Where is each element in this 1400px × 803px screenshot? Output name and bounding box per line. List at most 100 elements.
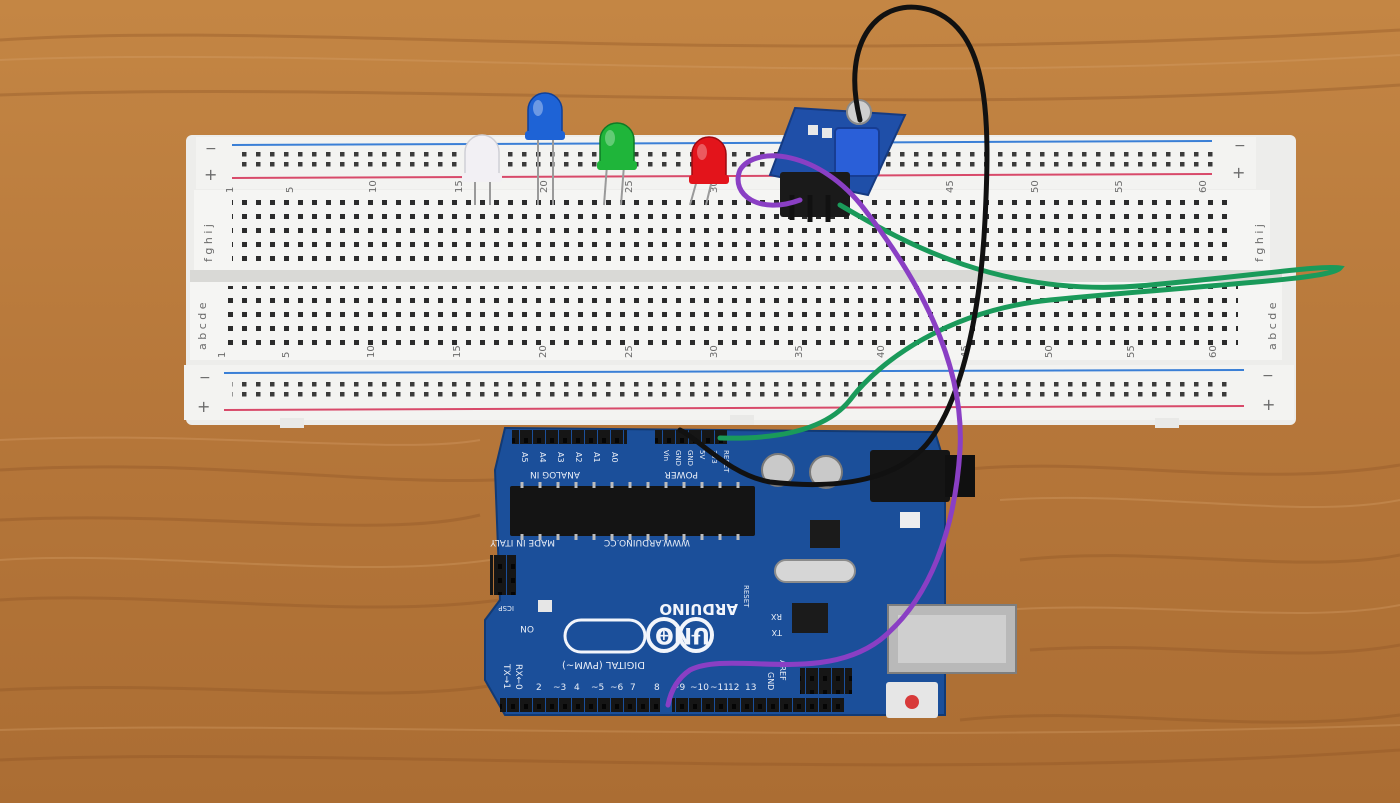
sensor-module — [768, 99, 907, 222]
icsp-label: ICSP — [498, 604, 514, 612]
on-label: ON — [520, 623, 534, 633]
icsp-header — [490, 555, 516, 595]
breadboard: − + − + − + − + f g h i j f g h i j a b … — [184, 135, 1296, 428]
digital-header-right — [672, 698, 844, 712]
analog-pin-label: A1 — [592, 452, 601, 463]
crystal — [774, 559, 856, 583]
col-num-bottom: 55 — [1126, 345, 1137, 358]
green-wire — [717, 202, 1345, 441]
digital-pin-label: 4 — [574, 683, 580, 693]
led-white — [462, 134, 502, 205]
digital-pin-label: 2 — [536, 683, 542, 693]
col-num-bottom: 35 — [794, 345, 805, 358]
col-num-bottom: 1 — [217, 352, 228, 358]
leds — [462, 92, 729, 206]
power-label: POWER — [665, 469, 698, 479]
column-numbers-top: 1 5 10 15 20 25 30 35 40 45 50 55 60 — [225, 180, 1209, 193]
potentiometer — [834, 127, 880, 177]
digital-pin-label: ~6 — [610, 683, 624, 693]
col-num-top: 10 — [368, 180, 379, 193]
dc-power-jack — [870, 450, 950, 502]
col-num-bottom: 5 — [281, 352, 292, 358]
made-in-label: MADE IN ITALY — [490, 537, 555, 547]
svg-text:+: + — [658, 628, 670, 644]
arduino-uno-board: + − UNO ARDUINO MADE IN ITALY WWW.ARDUIN… — [484, 426, 1017, 718]
jumper-wires — [665, 4, 1345, 708]
col-num-top: 25 — [624, 180, 635, 193]
digital-pin-label: ~11 — [710, 683, 729, 693]
digital-pin-label: ~10 — [690, 683, 709, 693]
col-num-top: 1 — [225, 187, 236, 193]
analog-pin-label: A5 — [520, 452, 529, 463]
digital-pin-label: ~9 — [672, 683, 686, 693]
col-num-top: 20 — [539, 180, 550, 193]
bottom-rail-plus-right: + — [1262, 395, 1275, 414]
analog-pin-label: A0 — [610, 452, 619, 463]
digital-pin-label: TX→1 — [501, 663, 511, 689]
digital-pin-label: RX←0 — [513, 664, 523, 690]
digital-pin-label: ~5 — [591, 683, 604, 693]
svg-text:−: − — [690, 628, 702, 644]
analog-in-label: ANALOG IN — [530, 469, 580, 479]
digital-header-left — [500, 698, 660, 712]
analog-pin-label: A2 — [574, 452, 583, 463]
bottom-rail-minus-left: − — [199, 370, 211, 386]
col-num-bottom: 60 — [1208, 345, 1219, 358]
col-num-bottom: 40 — [876, 345, 887, 358]
analog-pin-label: A4 — [538, 452, 547, 463]
row-letters-bottom-right: a b c d e — [1266, 302, 1279, 350]
led-red — [689, 136, 729, 206]
arduino-brand: ARDUINO — [659, 600, 738, 618]
uno-label: UNO — [655, 622, 710, 647]
atmega-chip — [510, 486, 755, 536]
capacitor — [761, 453, 795, 487]
col-num-top: 15 — [454, 180, 465, 193]
col-num-top: 5 — [285, 187, 296, 193]
bottom-rail-plus-left: + — [197, 397, 210, 416]
col-num-top: 60 — [1198, 180, 1209, 193]
led-green — [597, 122, 637, 206]
aref-label: AREF — [778, 660, 787, 681]
col-num-top: 30 — [709, 180, 720, 193]
uno-badge-frame — [563, 618, 647, 654]
top-rail-plus-right: + — [1232, 163, 1245, 182]
row-letters-top-right: f g h i j — [1253, 224, 1266, 262]
digital-pin-label: 8 — [654, 683, 660, 693]
digital-pin-label: 13 — [745, 683, 756, 693]
digital-label: DIGITAL (PWM~) — [562, 659, 645, 670]
row-letters-bottom-left: a b c d e — [196, 302, 209, 350]
power-pin-label: 5V — [698, 450, 706, 459]
wood-grain — [0, 28, 1400, 767]
capacitor — [809, 455, 843, 489]
digital-pin-label: ~3 — [553, 683, 566, 693]
col-num-bottom: 25 — [624, 345, 635, 358]
top-rail-plus-left: + — [204, 165, 217, 184]
digital-pin-label: 12 — [728, 683, 739, 693]
reset-label: RESET — [742, 585, 750, 608]
arduino-logo: + − — [646, 617, 714, 653]
led-blue — [525, 92, 565, 205]
analog-pin-label: A3 — [556, 452, 565, 463]
power-pin-label: GND — [686, 450, 694, 466]
gnd-label: GND — [766, 672, 775, 690]
bottom-rail-minus-right: − — [1262, 368, 1274, 384]
purple-wire — [665, 153, 963, 708]
website-label: WWW.ARDUINO.CC — [604, 537, 690, 547]
digital-pin-label: 7 — [630, 683, 636, 693]
tx-label: TX — [771, 628, 783, 637]
row-letters-top-left: f g h i j — [202, 224, 215, 262]
col-num-bottom: 20 — [538, 345, 549, 358]
col-num-bottom: 50 — [1044, 345, 1055, 358]
col-num-bottom: 15 — [452, 345, 463, 358]
analog-header — [512, 430, 627, 444]
power-pin-label: GND — [674, 450, 682, 466]
rx-label: RX — [770, 612, 782, 621]
col-num-bottom: 10 — [366, 345, 377, 358]
center-channel — [190, 270, 1282, 282]
col-num-top: 45 — [945, 180, 956, 193]
power-pin-label: Vin — [662, 450, 670, 461]
col-num-top: 55 — [1114, 180, 1125, 193]
col-num-bottom: 30 — [709, 345, 720, 358]
top-rail-minus-left: − — [205, 141, 217, 157]
